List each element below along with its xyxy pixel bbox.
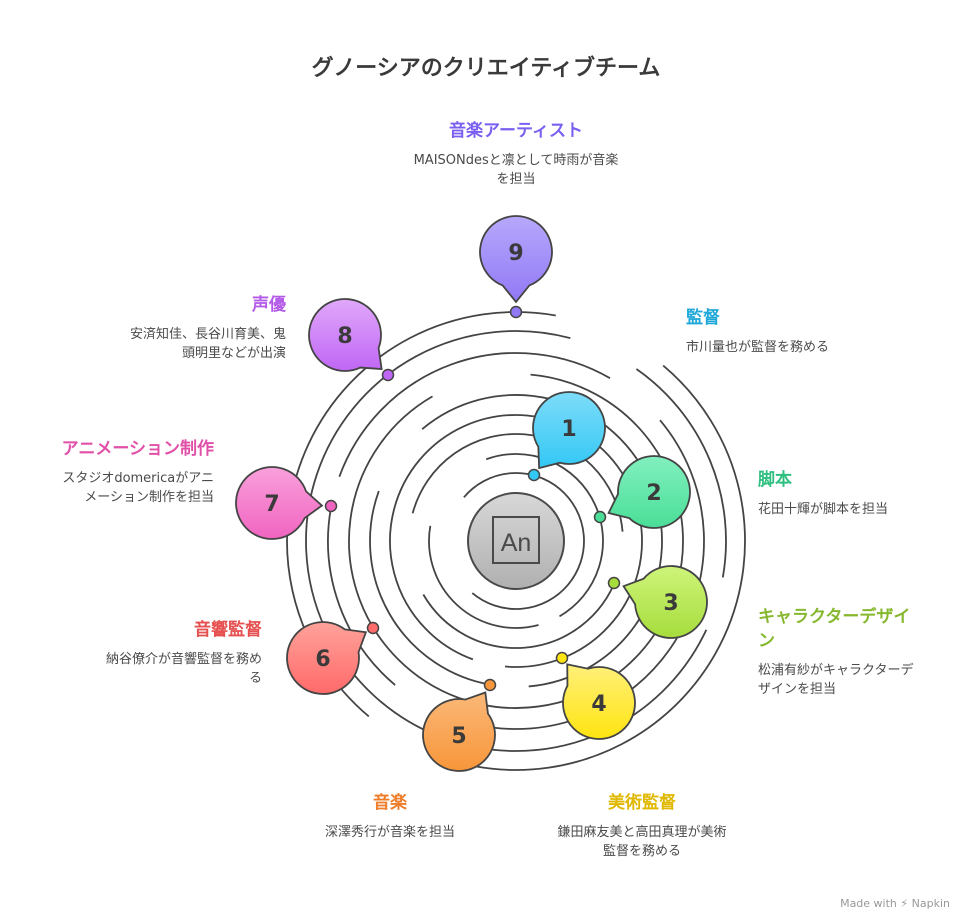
item-1-title: 監督	[686, 308, 720, 328]
item-9-title: 音楽アーティスト	[449, 121, 583, 141]
bubble-1: 1	[532, 391, 606, 470]
bubble-number: 4	[591, 692, 606, 717]
bubble-9: 9	[479, 215, 553, 304]
orbit-dot-2	[593, 510, 607, 524]
speech-bubble-shape	[422, 691, 496, 772]
item-1-label: 監督 市川量也が監督を務める	[686, 306, 856, 357]
item-7-label: アニメーション制作 スタジオdomericaがアニメーション制作を担当	[54, 437, 214, 507]
item-3-label: キャラクターデザイン 松浦有紗がキャラクターデザインを担当	[758, 605, 918, 699]
item-3-description: 松浦有紗がキャラクターデザインを担当	[758, 663, 914, 697]
item-7-description: スタジオdomericaがアニメーション制作を担当	[62, 471, 214, 505]
orbit-dot-5	[483, 678, 497, 692]
orbit-ring-arc	[635, 368, 727, 578]
orbit-dot-8	[381, 368, 395, 382]
diagram-title: グノーシアのクリエイティブチーム	[311, 56, 661, 81]
orbit-dot-1	[527, 468, 541, 482]
speech-bubble-shape	[308, 298, 383, 372]
orbit-dot-6	[366, 621, 380, 635]
item-8-description: 安済知佳、長谷川育美、鬼頭明里などが出演	[129, 327, 286, 361]
bubble-number: 1	[561, 417, 576, 442]
orbit-dots	[324, 305, 621, 692]
orbit-dot-4	[555, 651, 569, 665]
orbit-ring-arc	[411, 433, 624, 532]
item-2-description: 花田十輝が脚本を担当	[758, 502, 889, 517]
item-5-label: 音楽 深澤秀行が音楽を担当	[300, 791, 480, 842]
orbit-dot-3	[607, 576, 621, 590]
center-icon-text: An	[501, 529, 532, 557]
item-9-label: 音楽アーティスト MAISONdesと凛として時雨が音楽を担当	[396, 119, 636, 189]
bubble-3: 3	[622, 565, 708, 639]
item-6-label: 音響監督 納谷僚介が音響監督を務める	[102, 618, 262, 688]
adobe-animate-icon	[492, 516, 540, 564]
item-5-description: 深澤秀行が音楽を担当	[324, 825, 455, 840]
bubble-number: 6	[315, 647, 330, 672]
bubble-number: 7	[264, 492, 279, 517]
item-2-label: 脚本 花田十輝が脚本を担当	[758, 468, 938, 519]
speech-bubble-shape	[286, 621, 368, 695]
bubble-2: 2	[607, 455, 691, 529]
item-2-title: 脚本	[758, 470, 792, 490]
orbit-ring-arc	[338, 352, 611, 478]
item-1-description: 市川量也が監督を務める	[686, 340, 830, 355]
bubble-number: 8	[337, 324, 352, 349]
orbit-dot-9	[509, 305, 523, 319]
orbit-ring-arc	[485, 453, 604, 618]
bubble-5: 5	[422, 691, 496, 772]
orbit-ring-arc	[476, 364, 746, 771]
orbit-ring-arc	[327, 508, 396, 686]
bubble-7: 7	[235, 466, 324, 540]
item-4-label: 美術監督 鎌田麻友美と高田真理が美術監督を務める	[552, 791, 732, 861]
orbit-ring-arc	[451, 419, 705, 730]
orbit-ring-arc	[369, 490, 491, 686]
number-bubbles: 1 2 3 4 5 6 7 8 9	[235, 215, 708, 772]
speech-bubble-shape	[532, 391, 606, 470]
speech-bubble-shape	[235, 466, 324, 540]
speech-bubble-shape	[622, 565, 708, 639]
napkin-brand-text: Napkin	[911, 897, 950, 910]
orbit-ring-arc	[463, 472, 585, 610]
item-4-title: 美術監督	[608, 793, 676, 813]
bubble-number: 5	[451, 724, 466, 749]
item-8-title: 声優	[252, 295, 286, 315]
orbit-ring-arc	[422, 577, 618, 649]
speech-bubble-shape	[607, 455, 691, 529]
item-4-description: 鎌田麻友美と高田真理が美術監督を務める	[557, 825, 727, 859]
item-7-title: アニメーション制作	[61, 439, 214, 459]
made-with-text: Made with	[840, 897, 897, 910]
item-9-description: MAISONdesと凛として時雨が音楽を担当	[413, 153, 619, 187]
bubble-number: 3	[663, 591, 678, 616]
napkin-watermark: Made with ⚡ Napkin	[840, 897, 950, 910]
bubble-6: 6	[286, 621, 368, 695]
bubble-number: 9	[508, 241, 523, 266]
item-6-title: 音響監督	[194, 620, 262, 640]
item-3-title: キャラクターデザイン	[758, 607, 911, 651]
napkin-logo-icon: ⚡	[900, 897, 909, 910]
orbit-ring-arc	[428, 525, 539, 629]
item-8-label: 声優 安済知佳、長谷川育美、鬼頭明里などが出演	[126, 293, 286, 363]
speech-bubble-shape	[562, 663, 636, 740]
item-6-description: 納谷僚介が音響監督を務める	[105, 652, 262, 686]
orbit-ring-arc	[504, 518, 643, 668]
bubble-8: 8	[308, 298, 383, 372]
speech-bubble-shape	[479, 215, 553, 304]
center-node: An	[467, 492, 565, 590]
bubble-number: 2	[646, 481, 661, 506]
bubble-4: 4	[562, 663, 636, 740]
orbit-dot-7	[324, 499, 338, 513]
orbit-ring-arc	[530, 373, 684, 585]
item-5-title: 音楽	[373, 793, 407, 813]
